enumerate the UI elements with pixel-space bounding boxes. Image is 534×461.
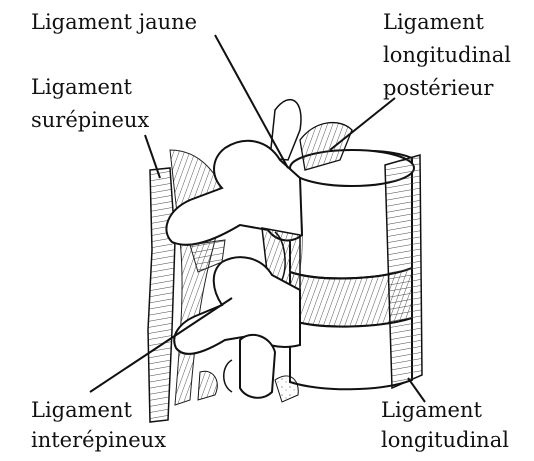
anterior-longitudinal-ligament-shape (385, 155, 422, 388)
label-ligament-longitudinal-posterieur-line2: longitudinal (383, 43, 511, 68)
label-ligament-longitudinal-line1: Ligament (381, 398, 482, 423)
label-ligament-jaune: Ligament jaune (31, 10, 197, 35)
label-ligament-longitudinal-posterieur-line3: postérieur (383, 76, 493, 101)
label-ligament-longitudinal-posterieur-line1: Ligament (383, 10, 484, 35)
label-ligament-interepineux-line2: interépineux (31, 428, 166, 453)
supraspinous-ligament-shape (148, 168, 175, 422)
label-ligament-surepineux-line2: surépineux (31, 108, 149, 133)
label-ligament-surepineux-line1: Ligament (31, 75, 132, 100)
label-ligament-longitudinal-line2: longitudinal (381, 428, 509, 453)
label-ligament-interepineux-line1: Ligament (31, 398, 132, 423)
